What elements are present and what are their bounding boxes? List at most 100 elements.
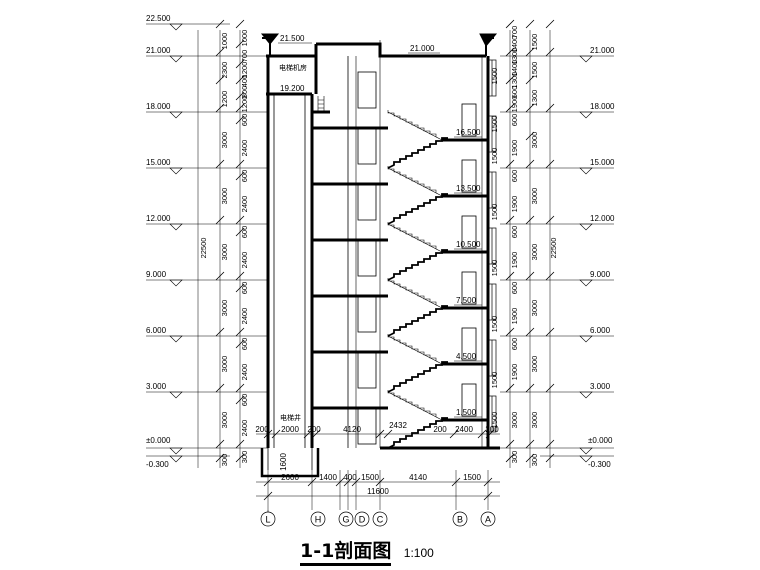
total-width: 11600 xyxy=(367,487,389,496)
elev-left: 21.000 xyxy=(146,46,171,55)
axis-label-B: B xyxy=(457,515,463,525)
dim-col2: 600 xyxy=(240,338,249,351)
elev-left: 22.500 xyxy=(146,14,171,23)
axis-label-A: A xyxy=(485,515,491,525)
dim-col2: 400 xyxy=(240,75,249,88)
dim-col2: 2400 xyxy=(240,308,249,325)
elev-left: 15.000 xyxy=(146,158,171,167)
floor-level: 10.500 xyxy=(456,240,481,249)
roof-level: 21.000 xyxy=(410,44,435,53)
dim-right-inner: 600 xyxy=(510,114,519,127)
dim-right-inner: 1900 xyxy=(510,364,519,381)
dim-right-outer: 3000 xyxy=(530,412,539,429)
elev-left: 12.000 xyxy=(146,214,171,223)
elev-left: 9.000 xyxy=(146,270,167,279)
facade-windows xyxy=(487,59,497,433)
dim-right-inner: 300 xyxy=(510,451,519,464)
ground-dim: 200 xyxy=(255,425,269,434)
dim-right-inner: 1400 xyxy=(510,60,519,77)
floor-level: 4.500 xyxy=(456,352,477,361)
dim-window: 1500 xyxy=(490,148,499,165)
dim-right-inner: 1300 xyxy=(510,48,519,65)
dim-col2: 800 xyxy=(240,86,249,99)
elev-left: ±0.000 xyxy=(146,436,171,445)
dim-col1: 2300 xyxy=(220,62,229,79)
dim-col2: 600 xyxy=(240,282,249,295)
door-openings xyxy=(357,71,477,445)
dim-right-inner: 1900 xyxy=(510,140,519,157)
bottom-dim: 2600 xyxy=(281,473,299,482)
dim-right-inner: 1900 xyxy=(510,252,519,269)
elev-left: 18.000 xyxy=(146,102,171,111)
elevation-labels-left: 22.500 21.000 18.000 15.000 12.000 9.000… xyxy=(146,14,171,469)
pit-dim: 1600 xyxy=(279,453,288,471)
level-underlines xyxy=(278,42,482,418)
elev-right: 6.000 xyxy=(590,326,611,335)
dim-window: 1500 xyxy=(490,204,499,221)
elev-right: 21.000 xyxy=(590,46,615,55)
dim-col1: 3000 xyxy=(220,244,229,261)
drawing-title-block: 1-1剖面图 1:100 xyxy=(300,536,434,566)
drawing-title: 1-1剖面图 xyxy=(300,540,392,566)
elev-right: 12.000 xyxy=(590,214,615,223)
dim-right-inner: 600 xyxy=(510,226,519,239)
datum-lines xyxy=(146,23,614,457)
elev-right: 9.000 xyxy=(590,270,611,279)
elev-right: ±0.000 xyxy=(588,436,613,445)
right-dim-texts: 22500 300 3000 3000 3000 3000 3000 3000 … xyxy=(490,26,558,467)
axis-label-D: D xyxy=(359,515,366,525)
dim-window: 1500 xyxy=(490,316,499,333)
dim-right-outer: 3000 xyxy=(530,244,539,261)
dimension-lines xyxy=(197,30,551,468)
dim-col2: 600 xyxy=(240,226,249,239)
elev-right: 18.000 xyxy=(590,102,615,111)
ground-dim: 200 xyxy=(485,425,499,434)
dim-right-inner: 1900 xyxy=(510,96,519,113)
dim-right-outer: 1500 xyxy=(530,34,539,51)
dim-col2: 2400 xyxy=(240,420,249,437)
ground-dim: 2000 xyxy=(281,425,299,434)
dim-right-outer: 3000 xyxy=(530,300,539,317)
bottom-dim: 400 xyxy=(343,473,357,482)
dim-col1: 1000 xyxy=(220,33,229,50)
axis-label-H: H xyxy=(315,515,322,525)
axis-labels: L H G D C B A xyxy=(265,515,491,525)
bottom-dim-texts: 200 2000 200 4120 200 2400 200 2432 1600… xyxy=(255,421,499,496)
machine-room-level: 19.200 xyxy=(280,84,305,93)
ground-dim: 200 xyxy=(433,425,447,434)
dim-col2: 1000 xyxy=(240,30,249,47)
floor-level: 13.500 xyxy=(456,184,481,193)
bottom-dim: 1400 xyxy=(319,473,337,482)
dim-col2: 600 xyxy=(240,114,249,127)
dim-col1: 3000 xyxy=(220,132,229,149)
drawing-scale: 1:100 xyxy=(403,546,434,560)
dim-col1: 3000 xyxy=(220,188,229,205)
dim-right-inner: 600 xyxy=(510,282,519,295)
ground-dim: 2400 xyxy=(455,425,473,434)
floor-level: 1.500 xyxy=(456,408,477,417)
dim-right-outer: 1300 xyxy=(530,90,539,107)
dim-right-inner: 1300 xyxy=(510,72,519,89)
elevation-markers xyxy=(169,23,593,463)
dim-col1: 1200 xyxy=(220,91,229,108)
dim-col2: 600 xyxy=(240,394,249,407)
dim-right-outer: 300 xyxy=(530,454,539,467)
dim-col2: 300 xyxy=(240,451,249,464)
axis-label-L: L xyxy=(265,515,270,525)
bottom-dim: 1500 xyxy=(361,473,379,482)
left-dim-texts: 22500 300 3000 3000 3000 3000 3000 3000 … xyxy=(199,30,249,467)
floor-level: 16.500 xyxy=(456,128,481,137)
dim-col1: 3000 xyxy=(220,412,229,429)
dim-col2: 1200 xyxy=(240,96,249,113)
dim-window: 1500 xyxy=(490,68,499,85)
dim-right-outer: 3000 xyxy=(530,356,539,373)
machine-room-label: 电梯机房 xyxy=(279,63,307,72)
dim-right-outer: 1500 xyxy=(530,62,539,79)
bottom-dim: 4140 xyxy=(409,473,427,482)
elev-left: 3.000 xyxy=(146,382,167,391)
roof-parapet-level: 21.500 xyxy=(280,34,305,43)
dim-window: 1500 xyxy=(490,372,499,389)
dimension-ticks xyxy=(215,19,555,463)
ground-dim: 4120 xyxy=(343,425,361,434)
overall-height-left: 22500 xyxy=(199,238,208,259)
